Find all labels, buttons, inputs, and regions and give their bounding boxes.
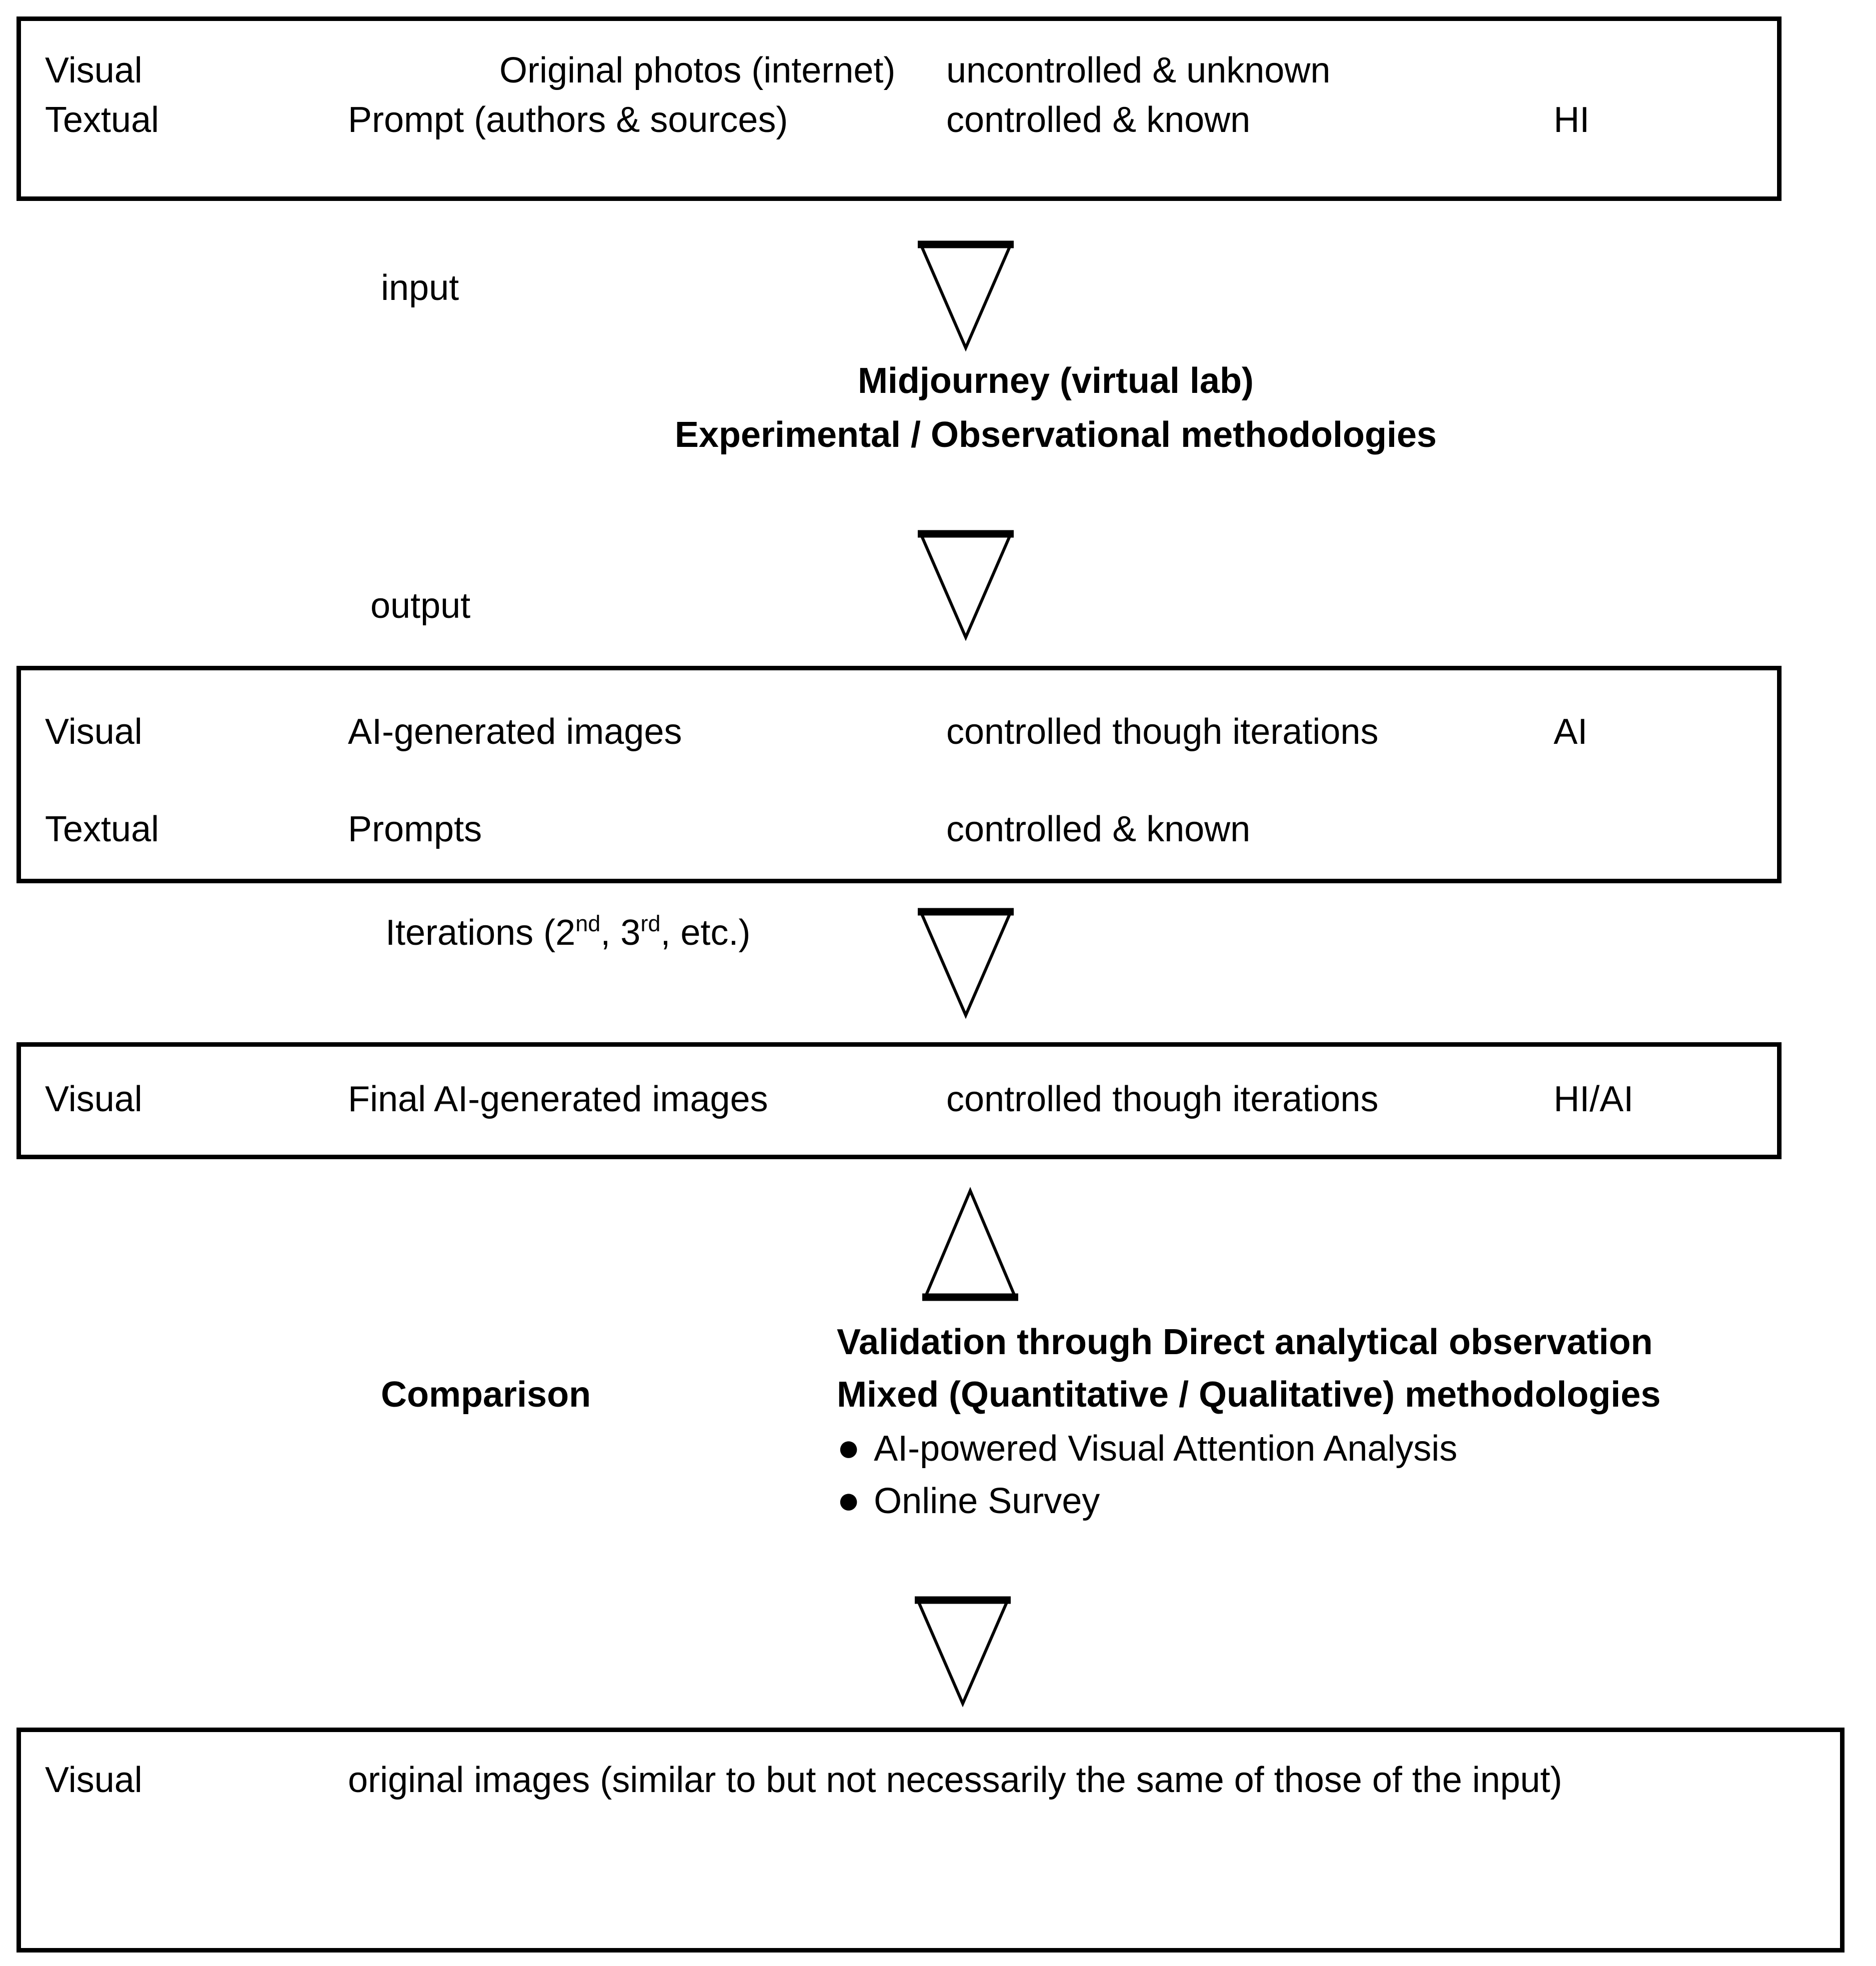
bullet-icon: ● [837, 1477, 861, 1522]
iterations-label: Iterations (2nd, 3rd, etc.) [385, 912, 750, 955]
comparison-label: Comparison [381, 1375, 591, 1416]
process-subtitle: Experimental / Observational methodologi… [674, 415, 1437, 456]
flow-up-arrow-icon [922, 1186, 1018, 1311]
agent-label: HI/AI [1554, 1080, 1634, 1120]
validation-bullet-item: ● AI-powered Visual Attention Analysis [837, 1426, 1458, 1471]
iterations-text: , 3 [600, 913, 641, 954]
modality-label: Textual [45, 810, 159, 850]
content-label: Prompt (authors & sources) [348, 100, 788, 141]
bullet-text: Online Survey [874, 1482, 1100, 1522]
status-label: uncontrolled & unknown [946, 51, 1331, 91]
flow-down-arrow-icon [918, 528, 1014, 649]
content-label: Final AI-generated images [348, 1080, 768, 1120]
flow-down-arrow-icon [918, 238, 1014, 360]
iterations-superscript: rd [640, 912, 661, 937]
bullet-icon: ● [837, 1425, 861, 1470]
flow-down-arrow-icon [918, 906, 1014, 1027]
output-flow-label: output [370, 586, 471, 627]
original-images-box [16, 1728, 1845, 1953]
content-label: original images (similar to but not nece… [348, 1761, 1563, 1801]
output-box [16, 666, 1782, 883]
iterations-text: , etc.) [660, 913, 751, 954]
status-label: controlled & known [946, 810, 1251, 850]
modality-label: Visual [45, 1080, 142, 1120]
validation-bullet-item: ● Online Survey [837, 1477, 1100, 1524]
validation-title: Validation through Direct analytical obs… [837, 1323, 1653, 1363]
content-label: AI-generated images [348, 712, 682, 753]
agent-label: AI [1554, 712, 1588, 753]
status-label: controlled though iterations [946, 712, 1379, 753]
input-box [16, 16, 1782, 201]
flow-down-arrow-icon [915, 1594, 1011, 1716]
bullet-text: AI-powered Visual Attention Analysis [874, 1429, 1458, 1470]
content-label: Prompts [348, 810, 482, 850]
modality-label: Visual [45, 712, 142, 753]
modality-label: Visual [45, 1761, 142, 1801]
agent-label: HI [1554, 100, 1590, 141]
final-box [16, 1042, 1782, 1159]
content-label: Original photos (internet) [499, 51, 896, 91]
validation-subtitle: Mixed (Quantitative / Qualitative) metho… [837, 1375, 1661, 1416]
modality-label: Visual [45, 51, 142, 91]
input-flow-label: input [381, 268, 459, 309]
iterations-superscript: nd [575, 912, 601, 937]
process-title: Midjourney (virtual lab) [857, 361, 1254, 402]
status-label: controlled & known [946, 100, 1251, 141]
modality-label: Textual [45, 100, 159, 141]
iterations-text: Iterations (2 [385, 913, 576, 954]
status-label: controlled though iterations [946, 1080, 1379, 1120]
